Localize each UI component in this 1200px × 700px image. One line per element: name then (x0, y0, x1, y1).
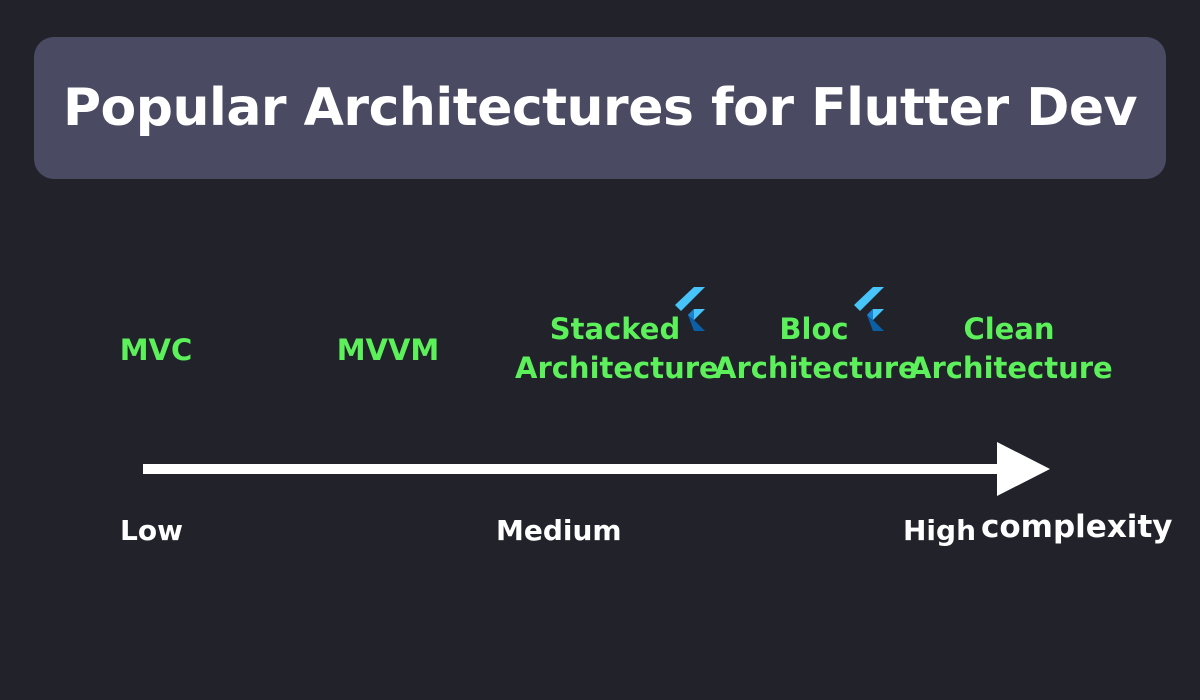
flutter-logo-icon (854, 287, 884, 331)
architecture-mvvm: MVVM (318, 331, 458, 370)
axis-label: complexity (981, 509, 1173, 545)
architecture-label-line: MVC (119, 333, 193, 367)
scale-high-label: High (903, 514, 977, 547)
title-banner: Popular Architectures for Flutter Dev (34, 37, 1166, 179)
architecture-label-line: MVVM (336, 333, 440, 367)
flutter-logo-icon (675, 287, 705, 331)
architecture-label-line: Bloc (779, 312, 849, 346)
scale-medium-label: Medium (496, 514, 622, 547)
architecture-label-line: Architecture (909, 351, 1113, 385)
arrow-right-icon (997, 442, 1050, 496)
axis-line (143, 464, 1003, 474)
architecture-label-line: Clean (963, 312, 1055, 346)
architecture-label-line: Architecture (515, 351, 719, 385)
architecture-stacked: Stacked Architecture (515, 310, 719, 388)
architecture-clean: Clean Architecture (909, 310, 1113, 388)
scale-low-label: Low (120, 514, 183, 547)
architecture-bloc: Bloc Architecture (714, 310, 918, 388)
architecture-label-line: Architecture (714, 351, 918, 385)
architecture-mvc: MVC (100, 331, 212, 370)
page-title: Popular Architectures for Flutter Dev (62, 78, 1138, 138)
architecture-label-line: Stacked (549, 312, 681, 346)
